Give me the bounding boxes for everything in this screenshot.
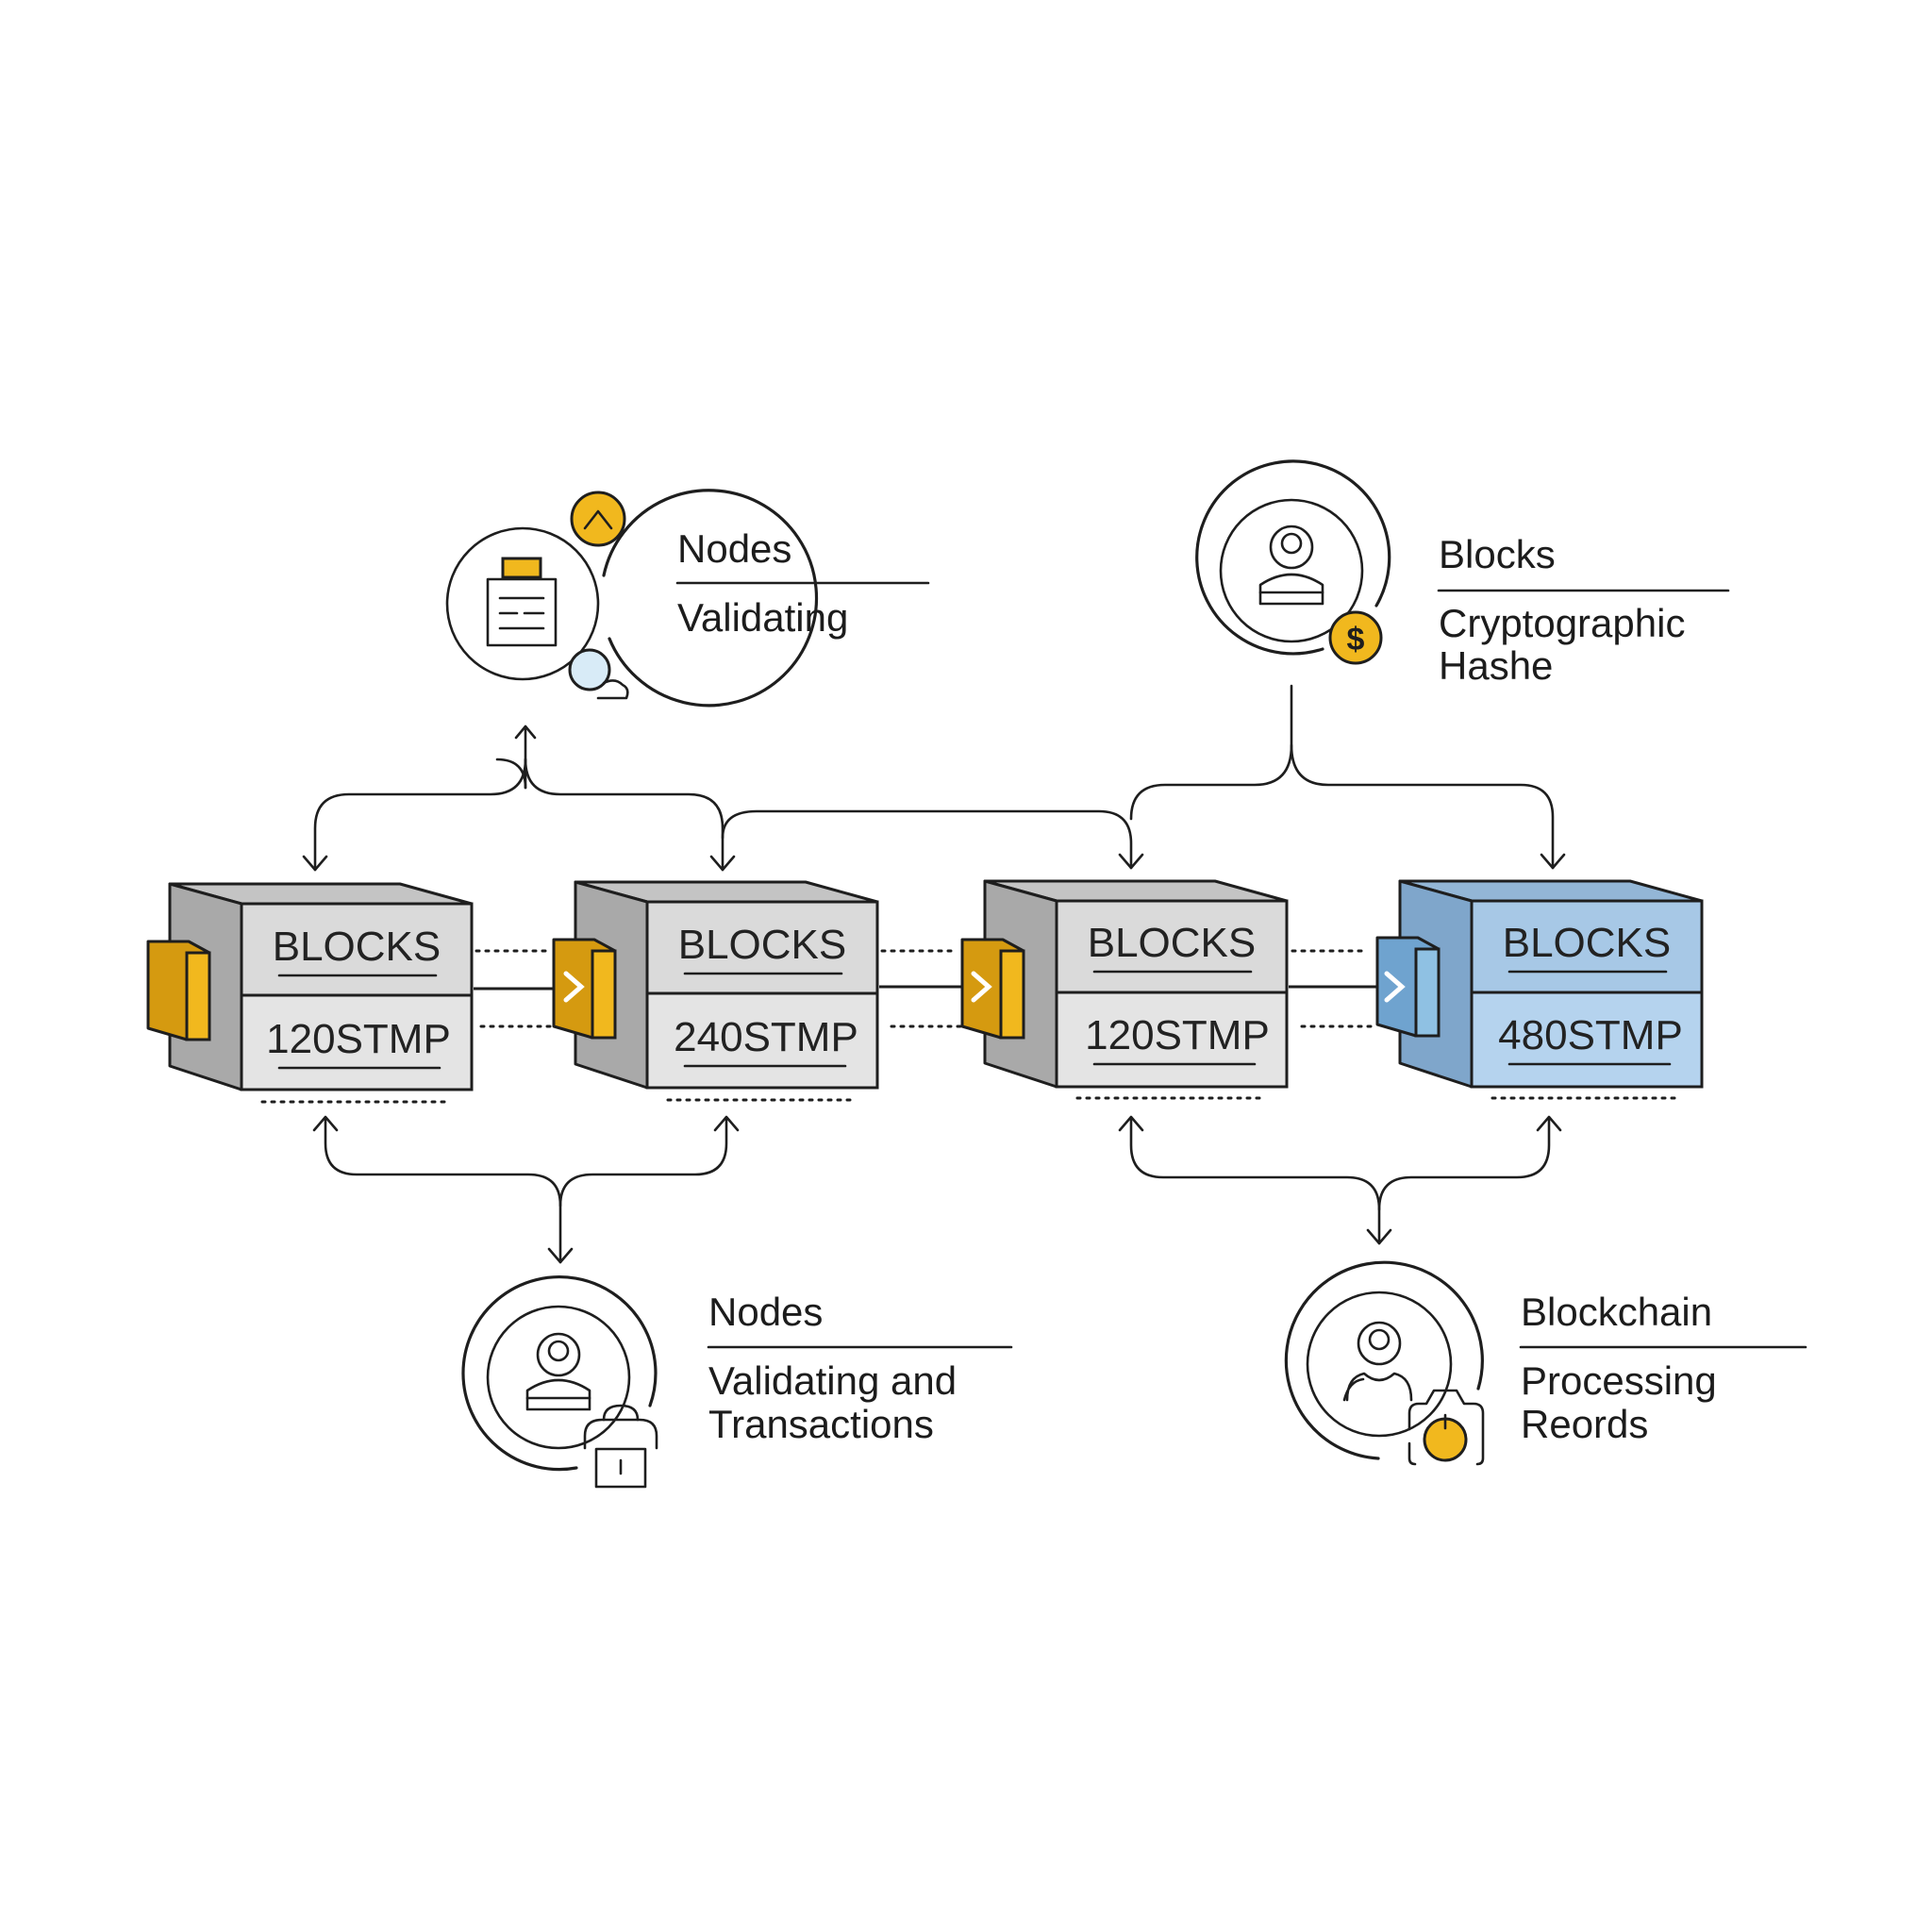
callout-bottom-right-title: Blockchain <box>1521 1290 1712 1334</box>
connectors-bottom <box>312 1115 1562 1264</box>
connector-tl-up <box>495 758 527 790</box>
caret-up-icon <box>570 491 626 547</box>
block-2: BLOCKS 240STMP <box>552 880 879 1102</box>
connectors-top <box>302 684 1566 872</box>
callout-top-left-line-1: Validating <box>677 595 848 640</box>
user-icon <box>461 1275 658 1472</box>
lock-icon <box>583 1404 658 1489</box>
callout-bottom-left-line-1: Validating and <box>708 1358 957 1403</box>
callout-bottom-right: Blockchain Processing Reords <box>1284 1260 1807 1466</box>
users-icon <box>1284 1260 1484 1460</box>
block-3-connector <box>960 938 1025 1040</box>
callout-bottom-right-line-1: Processing <box>1521 1358 1717 1403</box>
block-2-connector <box>552 938 617 1040</box>
block-3-stamp: 120STMP <box>1085 1012 1270 1058</box>
callout-top-right: $ Blocks Cryptographic Hashe <box>1195 459 1730 688</box>
callout-top-right-line-2: Hashe <box>1439 643 1553 688</box>
callout-top-left-title: Nodes <box>677 526 791 571</box>
block-3-title: BLOCKS <box>1088 920 1257 966</box>
callout-bottom-left-title: Nodes <box>708 1290 823 1334</box>
document-search-icon <box>445 489 819 708</box>
camera-icon <box>1407 1389 1485 1466</box>
block-1-stamp: 120STMP <box>266 1016 451 1062</box>
block-4: BLOCKS 480STMP <box>1375 879 1704 1100</box>
block-2-title: BLOCKS <box>678 922 847 968</box>
callout-bottom-right-line-2: Reords <box>1521 1402 1648 1446</box>
block-1: BLOCKS 120STMP <box>146 882 474 1104</box>
user-icon <box>1195 459 1391 656</box>
svg-text:$: $ <box>1347 622 1365 658</box>
block-4-title: BLOCKS <box>1503 920 1672 966</box>
callout-bottom-left-line-2: Transactions <box>708 1402 934 1446</box>
callout-top-right-line-1: Cryptographic <box>1439 601 1685 645</box>
block-4-stamp: 480STMP <box>1498 1012 1683 1058</box>
callout-top-right-title: Blocks <box>1439 532 1556 576</box>
dollar-coin-icon: $ <box>1328 610 1383 665</box>
block-4-connector <box>1375 936 1441 1038</box>
block-1-title: BLOCKS <box>273 924 441 970</box>
callout-bottom-left: Nodes Validating and Transactions <box>461 1275 1013 1489</box>
block-2-stamp: 240STMP <box>674 1014 858 1060</box>
callout-top-left: Nodes Validating <box>445 489 930 708</box>
block-3: BLOCKS 120STMP <box>960 879 1289 1100</box>
block-1-connector <box>146 940 211 1041</box>
